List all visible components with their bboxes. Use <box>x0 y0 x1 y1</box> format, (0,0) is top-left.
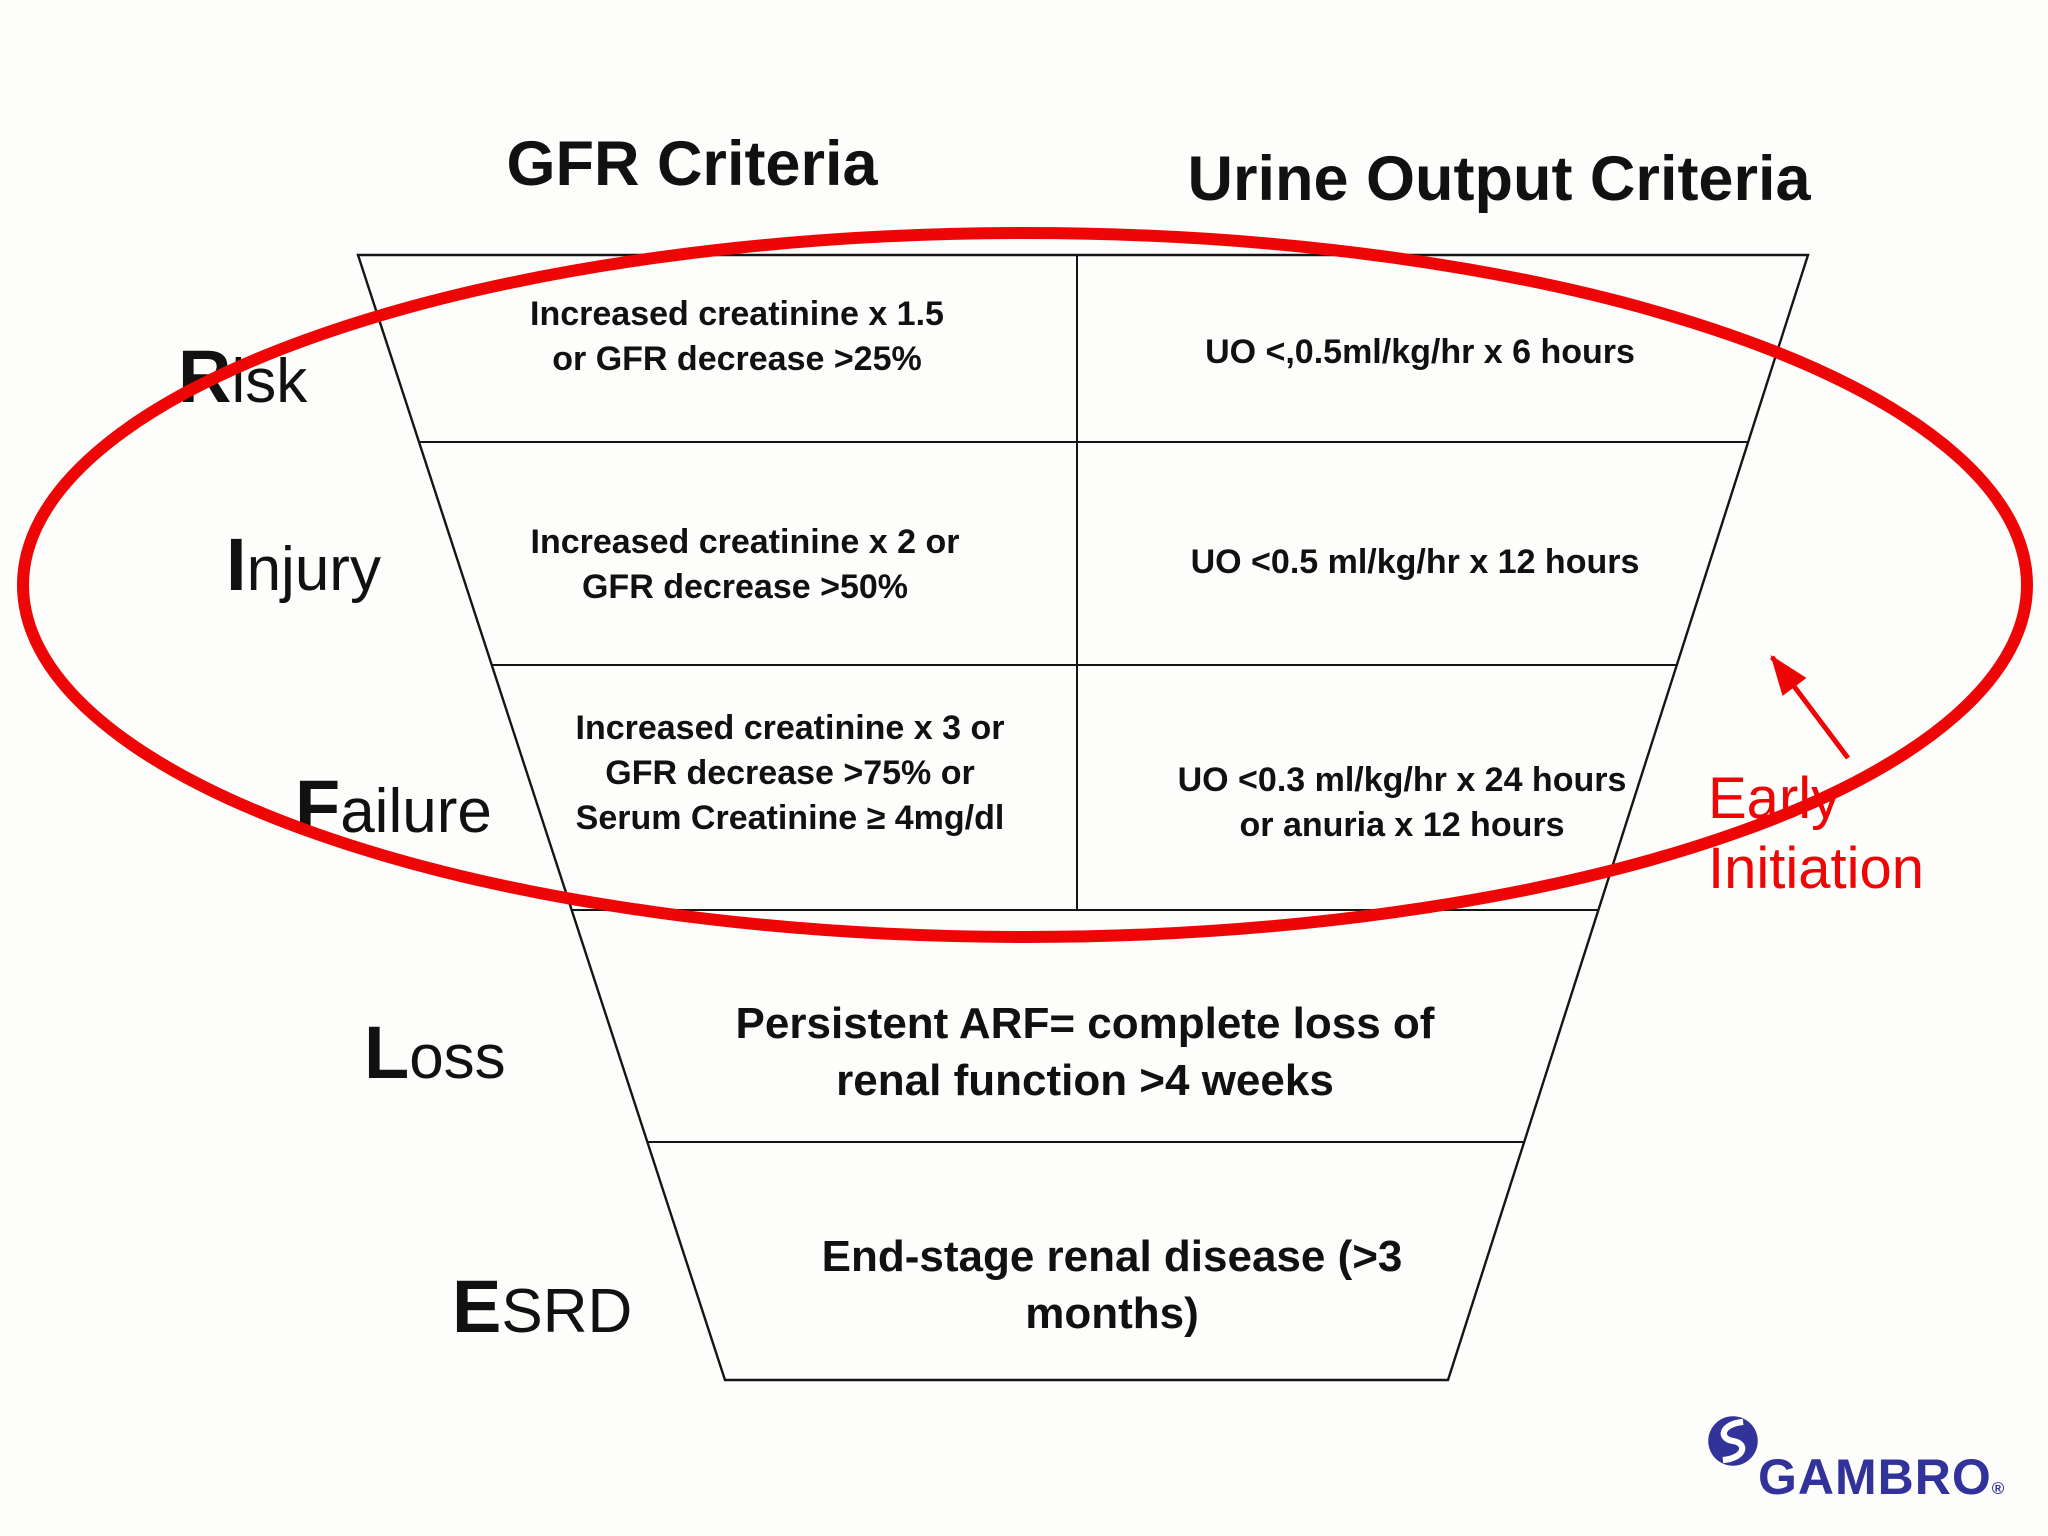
stage-initial: R <box>178 335 232 418</box>
stage-rest: ailure <box>340 777 492 846</box>
annotation-arrow <box>1770 655 1850 760</box>
stage-rest: njury <box>246 535 381 604</box>
cell-esrd-definition: End-stage renal disease (>3 months) <box>821 1232 1403 1339</box>
cell-failure-urine-output: UO <0.3 ml/kg/hr x 24 hours or anuria x … <box>1177 761 1627 844</box>
registered-trademark-icon: ® <box>1991 1479 2006 1498</box>
cell-injury-gfr: Increased creatinine x 2 or GFR decrease… <box>530 523 960 606</box>
cell-injury-urine-output: UO <0.5 ml/kg/hr x 12 hours <box>1190 543 1640 581</box>
urine-output-criteria-header: Urine Output Criteria <box>1187 144 1811 214</box>
cell-risk-urine-output: UO <,0.5ml/kg/hr x 6 hours <box>1205 333 1635 371</box>
stage-label-risk: Risk <box>178 340 307 414</box>
logo-wordmark: GAMBRO <box>1758 1449 1992 1505</box>
stage-initial: I <box>226 523 247 606</box>
stage-initial: L <box>364 1011 410 1094</box>
gfr-criteria-header: GFR Criteria <box>506 129 878 199</box>
early-initiation-annotation: Early Initiation <box>1708 766 1925 901</box>
stage-label-loss: Loss <box>364 1016 506 1090</box>
cell-loss-definition: Persistent ARF= complete loss of renal f… <box>735 999 1435 1106</box>
stage-rest: SRD <box>501 1277 633 1346</box>
stage-initial: F <box>295 765 341 848</box>
stage-label-esrd: ESRD <box>452 1270 632 1344</box>
cell-failure-gfr: Increased creatinine x 3 or GFR decrease… <box>575 709 1005 837</box>
stage-rest: isk <box>231 347 308 416</box>
stage-label-injury: Injury <box>226 528 381 602</box>
stage-label-failure: Failure <box>295 770 492 844</box>
cell-risk-gfr: Increased creatinine x 1.5 or GFR decrea… <box>530 295 944 378</box>
gambro-logo-text: GAMBRO® <box>1758 1448 2005 1506</box>
stage-rest: oss <box>409 1023 506 1092</box>
gambro-logo-icon <box>1708 1416 1758 1466</box>
stage-initial: E <box>452 1265 502 1348</box>
